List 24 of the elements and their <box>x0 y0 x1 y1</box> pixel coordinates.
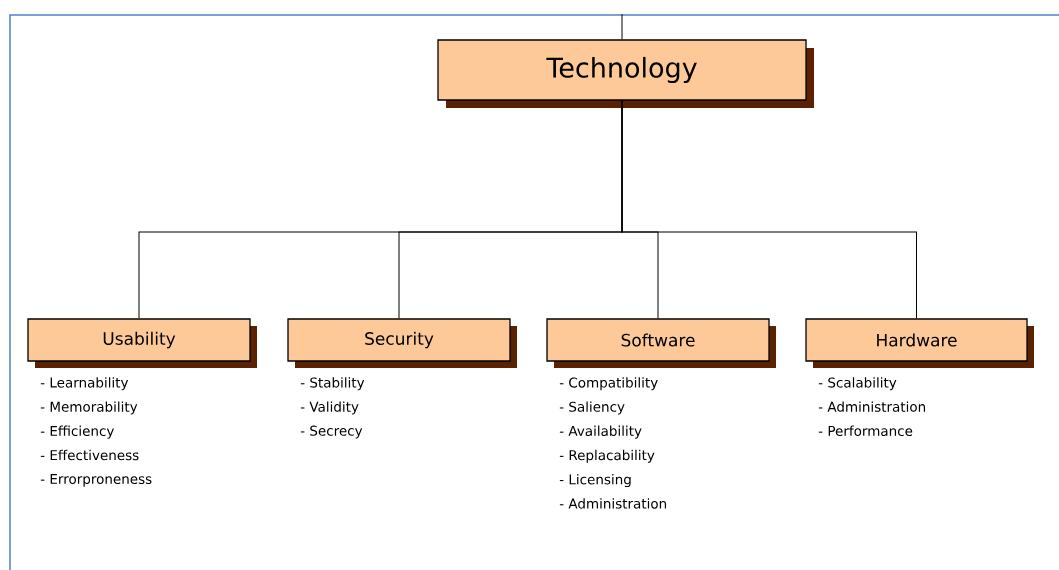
list-item: - Validity <box>300 401 359 415</box>
list-item: - Errorproneness <box>40 474 152 487</box>
list-item: - Efficiency <box>40 425 114 439</box>
list-item: - Replacability <box>559 449 655 463</box>
category-box: Hardware <box>805 318 1034 368</box>
list-item: - Stability <box>300 377 365 391</box>
connector-line <box>621 100 917 319</box>
list-item: - Administration <box>559 498 667 509</box>
list-item: - Saliency <box>559 401 625 415</box>
list-item: - Administration <box>818 401 926 412</box>
list-item: - Compatibility <box>559 377 658 391</box>
list-item: - Effectiveness <box>40 449 139 461</box>
list-item: - Availability <box>559 425 642 439</box>
connector-line <box>621 13 623 40</box>
category-box: Technology <box>437 39 814 108</box>
list-item: - Licensing <box>559 474 631 488</box>
list-item: - Memorability <box>40 401 138 415</box>
category-box: Security <box>287 318 517 368</box>
category-box: Software <box>546 318 776 368</box>
list-item: - Learnability <box>40 377 129 391</box>
category-box: Usability <box>27 318 257 368</box>
list-item: - Scalability <box>818 377 897 391</box>
list-item: - Secrecy <box>300 425 363 439</box>
list-item: - Performance <box>818 425 913 437</box>
